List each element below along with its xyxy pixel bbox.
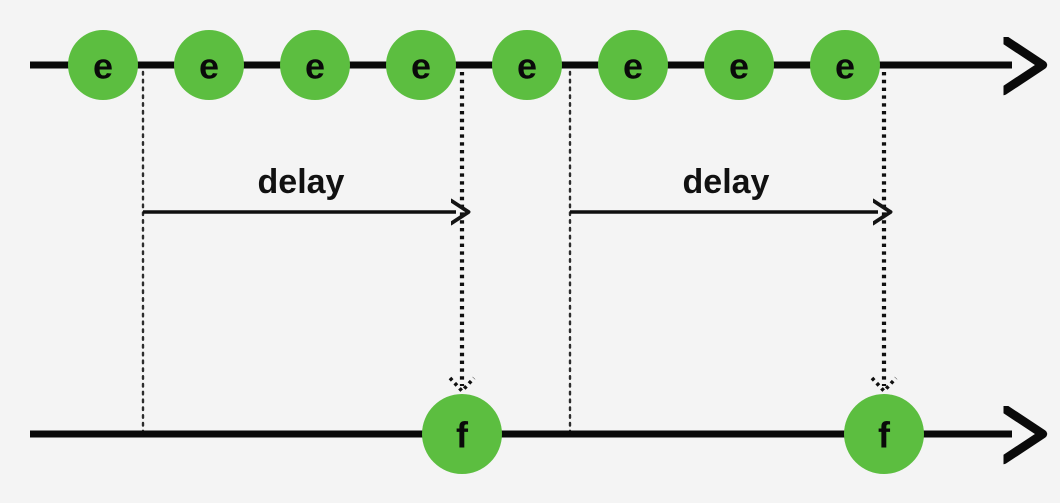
- marble-label: f: [456, 415, 469, 456]
- marble-circle[interactable]: [68, 30, 138, 100]
- delay-span-second: delay: [570, 163, 878, 212]
- output-marbles: f f: [422, 394, 924, 474]
- source-marble[interactable]: e: [386, 30, 456, 100]
- marble-circle[interactable]: [174, 30, 244, 100]
- delay-label-second: delay: [683, 163, 770, 201]
- source-marble[interactable]: e: [810, 30, 880, 100]
- marble-label: e: [729, 46, 749, 87]
- source-marble[interactable]: e: [598, 30, 668, 100]
- marble-circle[interactable]: [810, 30, 880, 100]
- marble-label: e: [835, 46, 855, 87]
- marble-circle[interactable]: [704, 30, 774, 100]
- marble-label: e: [305, 46, 325, 87]
- marble-label: e: [199, 46, 219, 87]
- marble-label: e: [93, 46, 113, 87]
- source-marble[interactable]: e: [280, 30, 350, 100]
- source-marble[interactable]: e: [174, 30, 244, 100]
- marble-circle[interactable]: [492, 30, 562, 100]
- output-marble[interactable]: f: [422, 394, 502, 474]
- guide-emit-first: [448, 72, 476, 394]
- marble-label: f: [878, 415, 891, 456]
- marble-label: e: [517, 46, 537, 87]
- guide-emit-first-arrowhead: [448, 376, 476, 394]
- marble-circle[interactable]: [598, 30, 668, 100]
- guide-emit-second: [870, 72, 898, 394]
- marble-label: e: [411, 46, 431, 87]
- marble-circle[interactable]: [844, 394, 924, 474]
- delay-label-first: delay: [258, 163, 345, 201]
- delay-span-first: delay: [143, 163, 456, 212]
- marble-circle[interactable]: [386, 30, 456, 100]
- source-marble[interactable]: e: [68, 30, 138, 100]
- source-marbles: e e e e e e e: [68, 30, 880, 100]
- output-marble[interactable]: f: [844, 394, 924, 474]
- marble-circle[interactable]: [422, 394, 502, 474]
- source-marble[interactable]: e: [704, 30, 774, 100]
- marble-label: e: [623, 46, 643, 87]
- guide-emit-second-arrowhead: [870, 376, 898, 394]
- source-marble[interactable]: e: [492, 30, 562, 100]
- marble-circle[interactable]: [280, 30, 350, 100]
